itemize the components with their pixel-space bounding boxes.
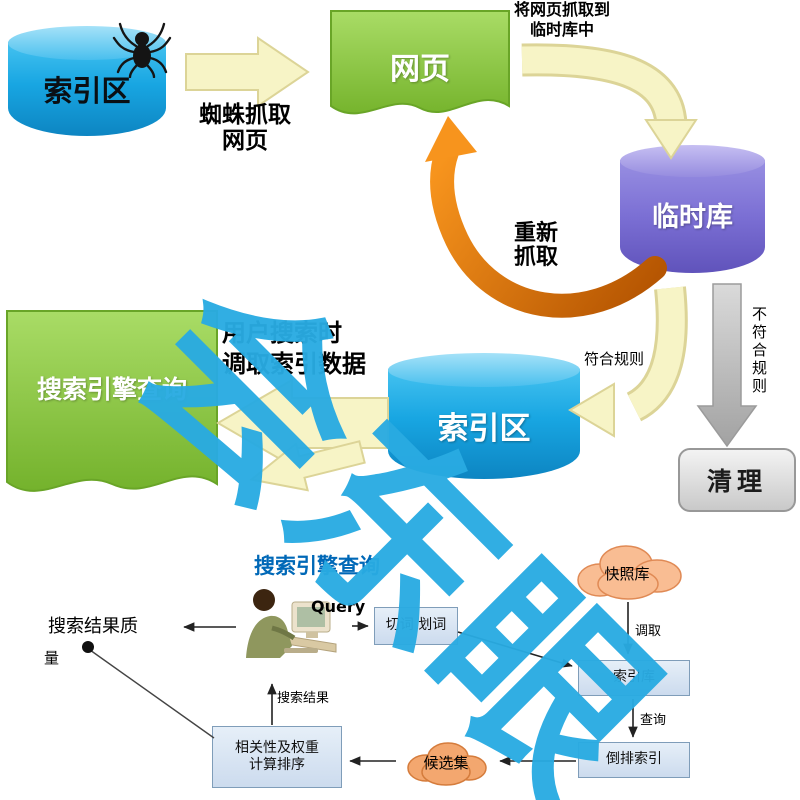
cylinder-top xyxy=(620,145,765,177)
person-at-computer-icon xyxy=(246,589,337,658)
fetch-step-label: 调取 xyxy=(635,624,662,639)
spider-icon xyxy=(112,22,172,78)
segment-box-label: 切词 划词 xyxy=(385,617,447,634)
candidate-cloud-label: 候选集 xyxy=(423,754,469,772)
refetch-label: 重新 抓取 xyxy=(513,221,558,271)
query-doc-shape xyxy=(6,310,218,492)
match-rule-label: 符合规则 xyxy=(584,350,645,368)
not-match-arrow xyxy=(696,283,758,448)
bottom-flow-connectors xyxy=(89,602,638,766)
rank-label-line2: 计算排序 xyxy=(249,757,305,773)
index-note: 用户搜索时 调取索引数据 xyxy=(222,319,366,379)
to-temp-note: 将网页抓取到 临时库中 xyxy=(514,0,611,39)
index-store-box: 索引库 xyxy=(578,660,690,696)
rank-label-line1: 相关性及权重 xyxy=(235,739,319,756)
not-match-rule-label: 不符合规则 xyxy=(750,306,768,396)
segment-box: 切词 划词 xyxy=(374,607,458,645)
crawl-db-label: 索引区 xyxy=(43,74,131,108)
callout-dot xyxy=(82,641,94,653)
index-to-query-arrow xyxy=(216,378,389,468)
index-db-label: 索引区 xyxy=(437,411,531,447)
inverted-index-label: 倒排索引 xyxy=(606,751,662,768)
quality-note-line1: 搜索结果质 xyxy=(48,616,138,637)
crawl-arrow xyxy=(185,36,310,108)
clean-box: 清理 xyxy=(678,448,796,512)
bottom-flow-title: 搜索引擎查询 xyxy=(254,554,380,578)
rank-box: 相关性及权重 计算排序 xyxy=(212,726,342,788)
index-store-label: 索引库 xyxy=(613,669,655,686)
webpage-label: 网页 xyxy=(390,52,450,87)
index-to-query-arrow-2 xyxy=(249,440,366,492)
candidate-cloud-shape xyxy=(407,742,487,786)
query-label: Query xyxy=(311,597,366,616)
inverted-index-box: 倒排索引 xyxy=(578,742,690,778)
webpage-doc-shape xyxy=(330,10,510,115)
query-doc-label: 搜索引擎查询 xyxy=(36,375,187,404)
snapshot-cloud-label: 快照库 xyxy=(604,565,650,583)
cylinder-body xyxy=(388,369,580,479)
temp-db-cylinder: 临时库 xyxy=(620,145,765,273)
index-db-cylinder: 索引区 xyxy=(388,353,580,479)
fetch-arrow-label: 蜘蛛抓取 网页 xyxy=(199,102,291,155)
snapshot-cloud-shape xyxy=(577,545,682,600)
clean-label: 清理 xyxy=(706,467,767,496)
return-step-label: 搜索结果 xyxy=(277,691,330,706)
to-temp-arrow xyxy=(521,43,698,160)
cylinder-top xyxy=(388,353,580,387)
quality-note-line2: 量 xyxy=(44,649,60,667)
temp-db-label: 临时库 xyxy=(652,202,733,233)
query-step-label: 查询 xyxy=(640,713,667,728)
